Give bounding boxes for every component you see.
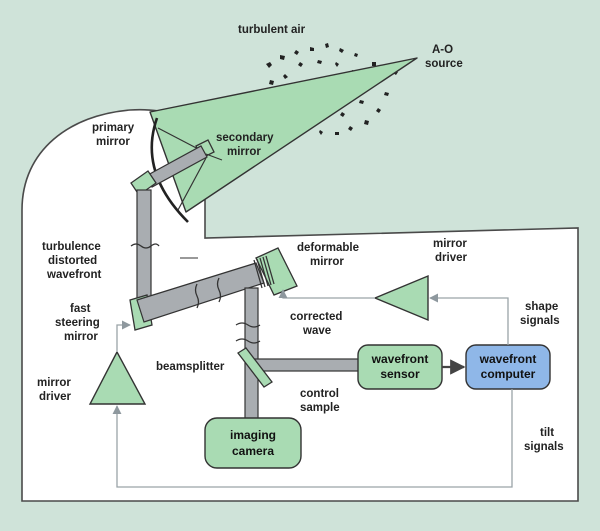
label-fast-steering-3: mirror — [64, 331, 98, 343]
label-secondary-mirror-1: secondary — [216, 132, 274, 144]
label-shape-signals-1: shape — [525, 301, 558, 313]
mirror-driver-left-triangle — [88, 350, 147, 405]
mirror-driver-top-triangle — [373, 274, 429, 322]
fold-mirror — [130, 170, 157, 196]
label-tilt-signals-2: signals — [524, 441, 564, 453]
wavefront-squiggles — [130, 243, 261, 344]
wavefront-sensor-label-2: sensor — [380, 367, 420, 381]
label-control-1: control — [300, 388, 339, 400]
label-turbulent-air: turbulent air — [238, 24, 306, 36]
label-turbulence-1: turbulence — [42, 241, 101, 253]
driver-to-deformable-line — [278, 289, 375, 299]
beamsplitter — [237, 347, 273, 388]
deformable-mirror — [253, 247, 298, 296]
label-tilt-signals-1: tilt — [540, 427, 554, 439]
label-turbulence-3: wavefront — [46, 269, 101, 281]
label-turbulence-2: distorted — [48, 255, 97, 267]
imaging-camera-label-1: imaging — [230, 428, 276, 442]
label-deformable-1: deformable — [297, 242, 359, 254]
wavefront-sensor-label-1: wavefront — [371, 352, 429, 366]
label-mirror-driver-left-2: driver — [39, 391, 71, 403]
label-fast-steering-1: fast — [70, 303, 91, 315]
label-mirror-driver-left-1: mirror — [37, 377, 71, 389]
label-primary-mirror-2: mirror — [96, 136, 130, 148]
driver-to-fsm-line — [116, 320, 131, 352]
label-fast-steering-2: steering — [55, 317, 100, 329]
label-corrected-1: corrected — [290, 311, 342, 323]
label-mirror-driver-top-2: driver — [435, 252, 467, 264]
label-mirror-driver-top-1: mirror — [433, 238, 467, 250]
label-primary-mirror-1: primary — [92, 122, 135, 134]
wavefront-computer-label-1: wavefront — [479, 352, 537, 366]
tilt-signal-line — [112, 389, 513, 488]
beam-vertical-left — [136, 189, 152, 309]
label-deformable-2: mirror — [310, 256, 344, 268]
label-corrected-2: wave — [302, 325, 331, 337]
label-control-2: sample — [300, 402, 340, 414]
label-shape-signals-2: signals — [520, 315, 560, 327]
shape-signal-line — [429, 293, 509, 345]
label-beamsplitter: beamsplitter — [156, 361, 225, 373]
label-secondary-mirror-2: mirror — [227, 146, 261, 158]
wavefront-computer-label-2: computer — [481, 367, 536, 381]
imaging-camera-box — [204, 417, 302, 469]
beam-to-sensor — [251, 358, 361, 372]
label-ao-source-2: source — [425, 58, 463, 70]
light-cone — [149, 57, 418, 213]
label-ao-source-1: A-O — [432, 44, 453, 56]
imaging-camera-label-2: camera — [232, 444, 274, 458]
label-pointers — [180, 153, 223, 259]
